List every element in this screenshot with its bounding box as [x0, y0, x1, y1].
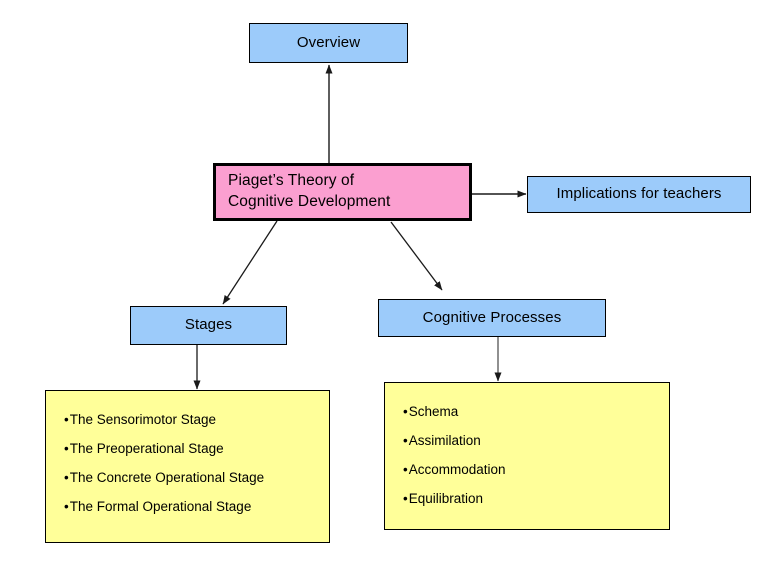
list-item: Assimilation: [403, 433, 669, 449]
node-overview[interactable]: Overview: [249, 23, 408, 63]
node-cognitive-processes[interactable]: Cognitive Processes: [378, 299, 606, 337]
node-stages[interactable]: Stages: [130, 306, 287, 345]
node-processes-label: Cognitive Processes: [422, 308, 562, 326]
stages-list: The Sensorimotor Stage The Preoperationa…: [64, 412, 329, 515]
node-implications-label: Implications for teachers: [556, 185, 722, 203]
list-item: The Preoperational Stage: [64, 441, 329, 457]
list-item: The Sensorimotor Stage: [64, 412, 329, 428]
edge-root-to-processes: [390, 221, 443, 291]
node-overview-label: Overview: [296, 33, 361, 51]
list-item: The Concrete Operational Stage: [64, 470, 329, 486]
edge-root-to-stages: [222, 220, 278, 305]
list-item: Accommodation: [403, 462, 669, 478]
list-item: Schema: [403, 404, 669, 420]
processes-list: Schema Assimilation Accommodation Equili…: [403, 404, 669, 507]
node-stages-label: Stages: [184, 316, 233, 334]
node-root-piagets-theory[interactable]: Piaget’s Theory of Cognitive Development: [213, 163, 472, 221]
list-panel-stages: The Sensorimotor Stage The Preoperationa…: [45, 390, 330, 543]
node-root-label: Piaget’s Theory of Cognitive Development: [228, 172, 391, 210]
node-implications-for-teachers[interactable]: Implications for teachers: [527, 176, 751, 213]
list-item: The Formal Operational Stage: [64, 499, 329, 515]
list-panel-cognitive-processes: Schema Assimilation Accommodation Equili…: [384, 382, 670, 530]
list-item: Equilibration: [403, 491, 669, 507]
